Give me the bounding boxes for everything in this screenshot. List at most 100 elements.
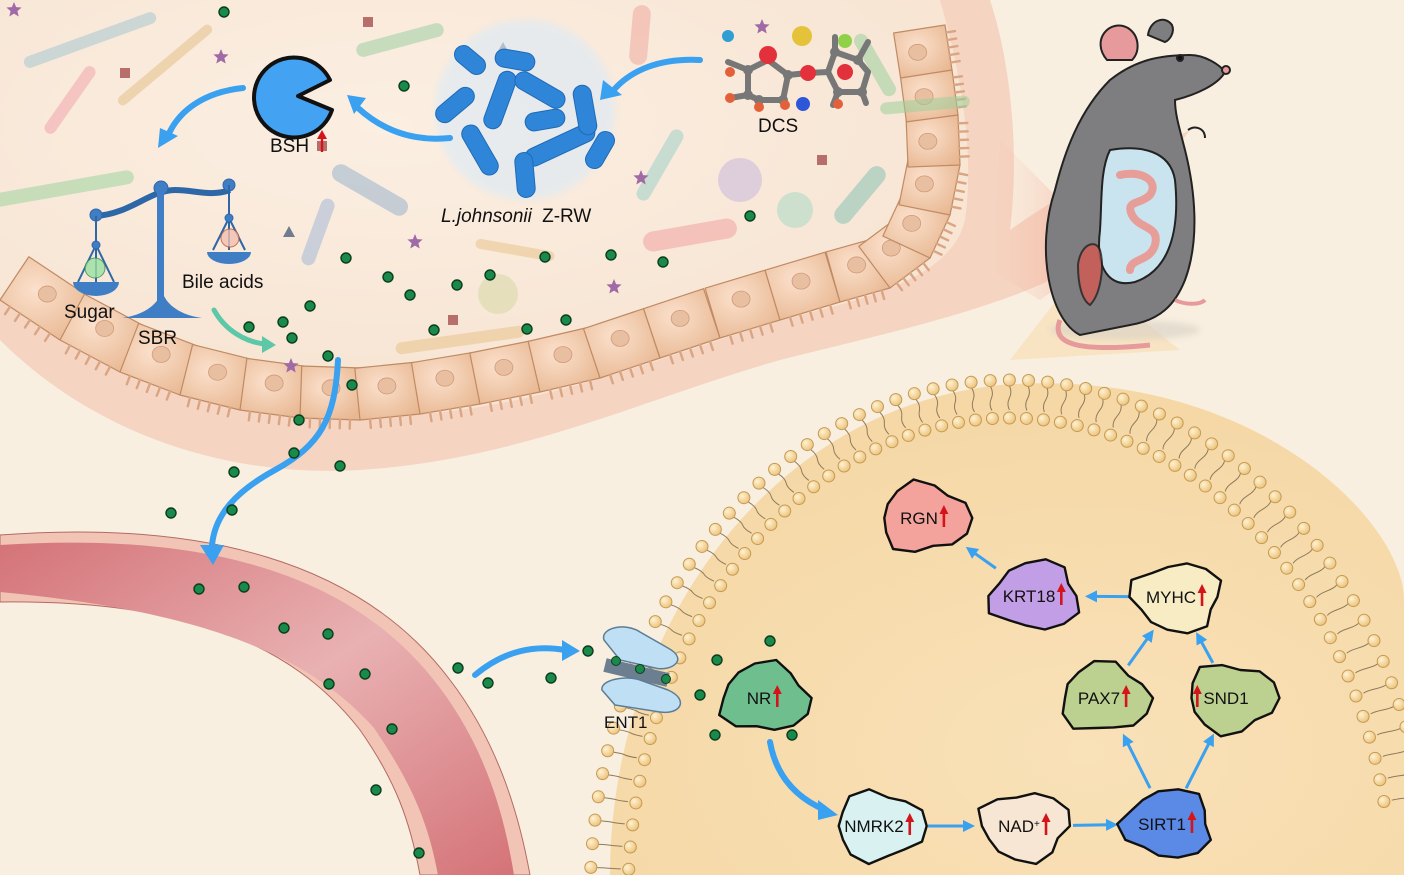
upregulated-arrow-icon [1041,813,1051,835]
pathway-node-label: NAD+ [998,817,1040,836]
nr-molecule-dot [694,689,706,701]
nr-molecule-dot [226,504,238,516]
phospholipid [907,387,932,437]
microbe-icon [834,166,886,224]
phospholipid [659,595,706,628]
nr-molecule-dot [382,271,394,283]
phospholipid [1356,698,1404,723]
microbe-icon [117,24,213,106]
square-particle-icon [120,68,130,78]
phospholipid [926,382,949,433]
edge-nad-to-sirt1 [1072,818,1119,831]
nr-molecule-dot [711,654,723,666]
nr-molecule-dot [657,256,669,268]
rod-bacterium-icon [461,124,499,176]
rod-bacterium-icon [572,84,598,136]
microbe-icon [301,198,335,266]
phospholipid [584,860,636,875]
pathway-node-rgn: RGN [883,478,974,553]
phospholipid [708,522,752,561]
edge-snd1-to-myhc [1196,632,1215,664]
phospholipid [1323,613,1371,645]
phospholipid [1241,490,1282,530]
edge-krt18-to-rgn [965,546,997,570]
phospholipid [1292,556,1337,592]
rod-bacterium-icon [514,152,536,198]
nr-molecule-dot [228,466,240,478]
phospholipid [768,462,806,505]
arrow-bsh-to-balance [164,85,246,141]
phospholipid [1104,392,1130,442]
nr-molecule-dot [322,350,334,362]
upregulated-arrow-icon [772,685,782,707]
nr-molecule-dot [428,324,440,336]
edge-myhc-to-krt18 [1084,590,1130,603]
phospholipid [870,400,899,449]
nr-molecule-dot [398,80,410,92]
phospholipid [1136,407,1166,455]
nr-molecule-dot [278,622,290,634]
phospholipid [752,476,792,518]
cell-membrane-bilayer [584,373,1404,875]
epithelial-cell [764,251,841,327]
nr-molecule-dot [582,645,594,657]
microbe-icon [643,218,737,252]
nr-molecule-dot [413,847,425,859]
phospholipid [1002,373,1016,425]
phospholipid [784,449,821,494]
nr-molecule-dot [340,252,352,264]
dcs-molecule-icon [722,26,871,112]
nr-molecule-dot [293,414,305,426]
epithelium-cells [0,24,970,430]
edge-sirt1-to-snd1 [1184,733,1214,790]
microbe-icon [44,66,96,134]
nr-molecule-dot [521,323,533,335]
nr-molecule-dot [304,300,316,312]
phospholipid [648,615,696,646]
ent1-transporter-icon [601,626,682,714]
phospholipid [695,539,739,576]
rod-bacterium-icon [435,86,475,124]
rod-bacterium-icon [483,70,517,130]
phospholipid [1303,574,1349,609]
arrow-nr-to-nmrk2 [767,739,838,820]
star-particle-icon [283,358,299,373]
star-particle-icon [606,279,622,294]
microbe-icon [395,325,525,355]
nr-molecule-dot [560,314,572,326]
gut-microbiota [0,5,970,355]
upregulated-arrow-icon [1121,685,1131,707]
phospholipid [1227,475,1267,517]
nr-molecule-dot [346,379,358,391]
nr-metabolite-dots [165,6,798,859]
phospholipid [670,576,717,610]
phospholipid [1333,634,1381,664]
rod-bacterium-icon [494,48,536,72]
pathway-node-pax7: PAX7 [1061,659,1155,730]
lactobacillus-cluster-icon [435,20,615,200]
microbe-icon [23,12,157,68]
phospholipid [588,813,640,832]
phospholipid [1373,773,1404,787]
star-particle-icon [6,2,22,17]
phospholipid [889,393,915,442]
upregulated-arrow-icon [905,813,915,835]
pathway-node-krt18: KRT18 [987,558,1081,631]
phospholipid [835,417,867,464]
microbe-icon [475,238,555,262]
bacterium-strain: Z-RW [542,206,591,227]
nr-molecule-dot [243,321,255,333]
phospholipid [1152,416,1184,463]
epithelial-cell [905,114,970,168]
phospholipid [1198,449,1235,493]
phospholipid [607,721,657,746]
epithelial-cell [0,256,90,343]
balance-right-label: Bile acids [182,272,263,293]
coccus-icon [777,192,813,228]
coccus-icon [718,158,762,202]
epithelial-cell [239,357,308,427]
nr-molecule-dot [605,249,617,261]
phospholipid [1183,437,1219,482]
square-particle-icon [817,155,827,165]
